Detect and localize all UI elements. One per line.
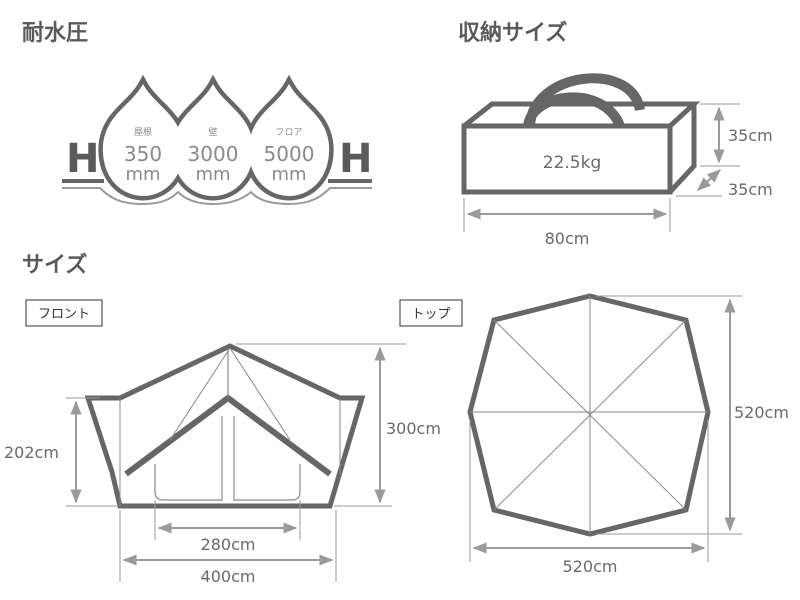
drop-roof-unit: mm [125, 164, 160, 185]
front-total-height-label: 300cm [386, 419, 441, 438]
front-dimension-lines [66, 343, 406, 582]
bag-height-label: 35cm [728, 126, 773, 145]
storage-title: 収納サイズ [458, 20, 567, 46]
top-label-box [399, 299, 463, 327]
top-label: トップ [411, 307, 450, 322]
drop-wall-value: 3000 [188, 142, 239, 166]
storage-dimension-lines [463, 103, 740, 232]
h-right-letter: H [339, 136, 372, 182]
water-pressure-graphic [62, 74, 372, 206]
front-total-width-label: 400cm [201, 567, 256, 586]
drop-roof-label: 屋根 [134, 126, 152, 138]
top-height-label: 520cm [734, 403, 789, 422]
front-inner-width-label: 280cm [201, 535, 256, 554]
bag-depth-label: 35cm [728, 180, 773, 199]
size-title: サイズ [22, 252, 87, 278]
front-label-box [25, 299, 103, 327]
top-view-tent [467, 293, 711, 537]
drop-wall-unit: mm [195, 164, 230, 185]
storage-bag-graphic [461, 73, 701, 195]
drop-floor-label: フロア [275, 128, 302, 138]
front-label: フロント [38, 307, 90, 322]
top-dimension-lines [469, 295, 742, 562]
front-view-tent [84, 343, 366, 509]
drop-wall-label: 壁 [208, 126, 217, 138]
drop-floor-unit: mm [271, 164, 306, 185]
h-left-letter: H [66, 136, 99, 182]
water-pressure-title: 耐水圧 [22, 21, 88, 46]
front-side-height-label: 202cm [4, 443, 59, 462]
top-width-label: 520cm [563, 557, 618, 576]
bag-width-label: 80cm [545, 229, 590, 248]
drop-floor-value: 5000 [264, 142, 315, 166]
drop-roof-value: 350 [124, 142, 162, 166]
bag-weight: 22.5kg [543, 153, 602, 173]
